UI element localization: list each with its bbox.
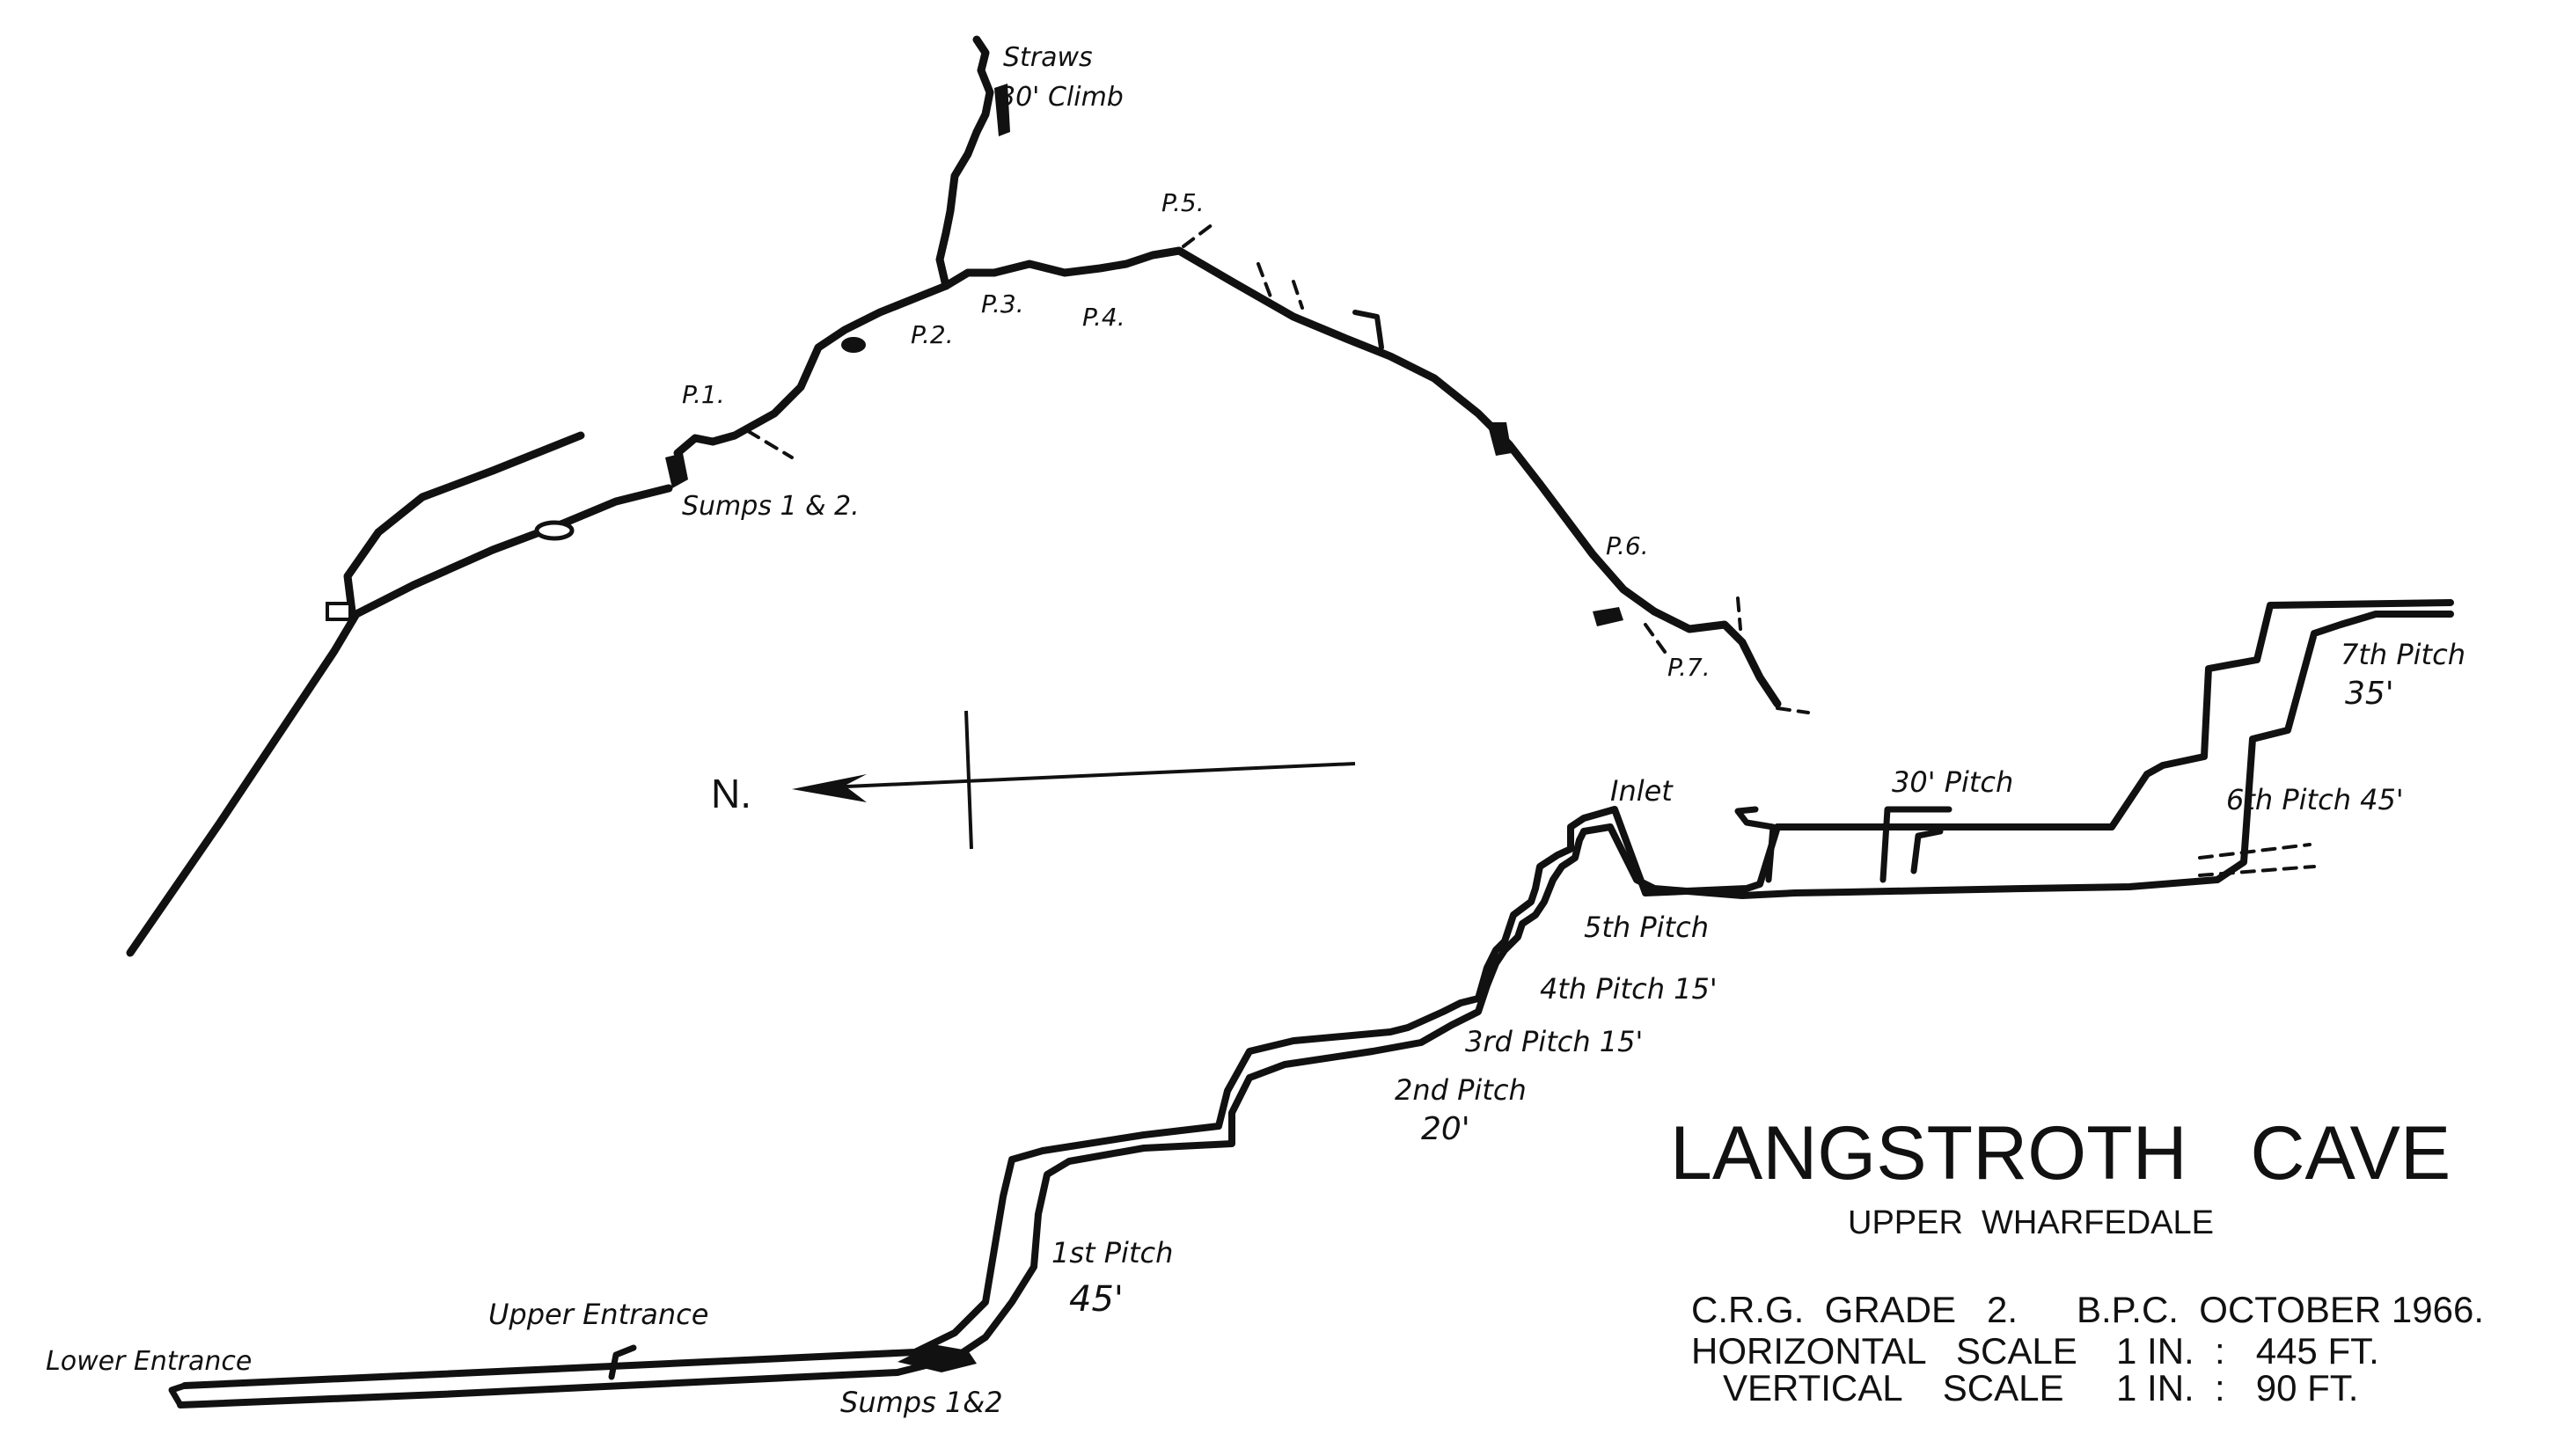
plan-lead-1 [1257, 262, 1273, 301]
plan-label-p3: P.3. [981, 289, 1024, 318]
plan-label-straws: Straws [1003, 42, 1093, 73]
section-label-1st-pitch: 1st Pitch [1051, 1236, 1173, 1269]
plan-p5-lead [1182, 223, 1214, 248]
section-label-7th-pitch: 7th Pitch [2341, 638, 2465, 671]
plan-passage-sumps-to-p3-inner [676, 284, 948, 455]
plan-label-p5: P.5. [1161, 188, 1205, 217]
plan-label-p1: P.1. [682, 380, 725, 409]
plan-p7-passage-inner [1652, 610, 1779, 706]
section-label-inlet: Inlet [1610, 774, 1674, 808]
plan-entrance-passage-inner [128, 487, 670, 955]
north-arrow: N. [711, 710, 1356, 850]
plan-passage-p3-to-p5 [941, 246, 1183, 290]
plan-passage-p5-to-p6 [1175, 246, 1659, 616]
section-label-4th-pitch: 4th Pitch 15' [1540, 972, 1718, 1006]
plan-p2-chamber [841, 337, 866, 353]
plan-label-climb: 30' Climb [999, 82, 1124, 113]
plan-p1-side-lead [746, 429, 794, 459]
plan-end-lead [1776, 706, 1810, 714]
section-30ft-pitch-shaft [1879, 806, 1953, 883]
section-label-5th-pitch: 5th Pitch [1584, 911, 1709, 944]
plan-oxbow-loop-a [1352, 310, 1384, 350]
section-label-3rd-pitch: 3rd Pitch 15' [1465, 1025, 1643, 1058]
grade-text: C.R.G. GRADE 2. [1691, 1289, 2018, 1330]
horizontal-scale-value: 1 IN. : 445 FT. [2116, 1330, 2379, 1372]
horizontal-scale-label: HORIZONTAL SCALE [1691, 1330, 2077, 1372]
plan-label-p2: P.2. [911, 320, 954, 349]
north-label: N. [711, 771, 751, 816]
section-inlet-shaft [1734, 806, 1777, 883]
section-label-2nd-pitch-depth: 20' [1421, 1111, 1470, 1147]
section-sump-1-2 [898, 1344, 977, 1372]
plan-label-p4: P.4. [1082, 303, 1125, 332]
plan-p7-lead-a [1644, 623, 1669, 657]
plan-lead-2 [1292, 280, 1304, 310]
section-label-lower-entrance: Lower Entrance [46, 1346, 252, 1377]
north-arrow-head [792, 774, 867, 802]
plan-sump-1-2 [665, 453, 688, 488]
section-30ft-pitch-inner [1910, 828, 1944, 874]
plan-passage-p3-to-p5-inner [944, 249, 1181, 288]
vertical-scale-value: 1 IN. : 90 FT. [2116, 1367, 2358, 1408]
plan-oxbow-loop-b [1487, 422, 1512, 456]
date-text: B.P.C. OCTOBER 1966. [2077, 1289, 2484, 1330]
section-label-2nd-pitch: 2nd Pitch [1395, 1073, 1527, 1107]
plan-label-sumps: Sumps 1 & 2. [682, 491, 860, 522]
plan-30ft-climb-shaft [994, 84, 1010, 136]
section-label-30ft-pitch: 30' Pitch [1892, 765, 2013, 799]
map-title: LANGSTROTH CAVE [1670, 1111, 2451, 1196]
plan-junction-chamber [326, 602, 352, 621]
section-upper-entrance [608, 1344, 637, 1380]
plan-entrance-passage [126, 484, 673, 957]
plan-passage-p5-to-p6-inner [1177, 249, 1656, 613]
plan-oxbow-chamber [534, 520, 575, 541]
map-subtitle: UPPER WHARFEDALE [1848, 1204, 2214, 1241]
section-6th-pitch-lead-b [2198, 865, 2316, 877]
section-view: Inlet 30' Pitch 7th Pitch 35' 6th Pitch … [46, 599, 2465, 1419]
section-label-6th-pitch: 6th Pitch 45' [2226, 783, 2404, 816]
plan-label-p7: P.7. [1667, 653, 1711, 682]
section-6th-pitch-lead-a [2198, 843, 2312, 860]
section-label-sumps: Sumps 1&2 [840, 1386, 1003, 1419]
section-label-7th-pitch-depth: 35' [2345, 676, 2394, 712]
title-block: LANGSTROTH CAVE UPPER WHARFEDALE C.R.G. … [1670, 1111, 2484, 1408]
plan-view: Straws 30' Climb P.5. P.3. P.4. P.2. P.1… [126, 35, 1810, 957]
section-label-1st-pitch-depth: 45' [1069, 1279, 1124, 1320]
section-passage-lower-wall [177, 611, 2454, 1408]
plan-p6-chamber [1593, 607, 1623, 626]
section-label-upper-entrance: Upper Entrance [488, 1298, 708, 1331]
plan-straws-branch-inner [938, 38, 992, 288]
section-passage-upper-wall [181, 599, 2454, 1389]
section-lower-entrance [168, 1382, 188, 1408]
plan-side-branch-inner [346, 434, 582, 613]
plan-p7-lead-b [1736, 596, 1742, 631]
plan-passage-sumps-to-p3 [673, 282, 950, 457]
plan-label-p6: P.6. [1606, 531, 1649, 560]
vertical-scale-label: VERTICAL SCALE [1723, 1367, 2063, 1408]
